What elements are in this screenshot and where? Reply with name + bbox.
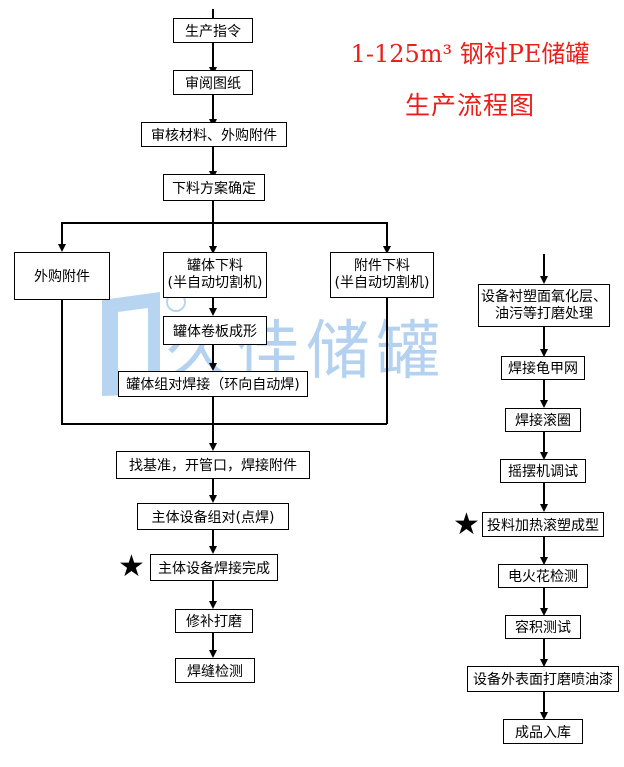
step-plate-rolling: 罐体卷板成形 [163,316,267,345]
connector [212,397,214,443]
arrow-down-icon [540,276,548,284]
arrow-down-icon [540,452,548,460]
step-warehouse-storage: 成品入库 [503,719,583,744]
step-rocker-debug: 摇摆机调试 [500,459,586,483]
merge-connector [61,423,387,425]
arrow-down-icon [58,244,66,252]
branch-outsourced-parts: 外购附件 [14,252,110,300]
step-weld-inspection: 焊缝检测 [175,658,255,683]
star-icon: ★ [453,507,480,542]
step-weld-rolling-ring: 焊接滚圈 [505,408,581,432]
connector [212,95,214,119]
arrow-down-icon [209,308,217,316]
step-tank-assembly-weld: 罐体组对焊接（环向自动焊) [118,371,308,397]
step-weld-hex-mesh: 焊接龟甲网 [501,356,585,380]
connector [212,222,214,246]
step-cutting-plan: 下料方案确定 [163,174,265,201]
connector [543,327,545,349]
arrow-down-icon [540,400,548,408]
connector [212,345,214,363]
arrow-down-icon [540,504,548,512]
arrow-down-icon [209,650,217,658]
branch-connector [61,222,387,224]
step-review-drawings: 审阅图纸 [173,70,253,95]
connector [212,530,214,546]
arrow-down-icon [209,601,217,609]
star-icon: ★ [118,549,145,584]
arrow-down-icon [209,363,217,371]
merge-connector [386,298,388,424]
branch-tank-cutting-line2: (半自动切割机) [167,275,263,291]
connector [543,483,545,504]
connector [212,581,214,601]
step-production-order: 生产指令 [173,18,253,43]
connector [543,380,545,400]
step-repair-grind: 修补打磨 [175,609,253,633]
connector [212,201,214,222]
arrow-down-icon [383,246,391,254]
step-main-assembly: 主体设备组对(点焊) [137,503,289,530]
connector [212,43,214,67]
arrow-down-icon [209,246,217,254]
arrow-down-icon [540,349,548,357]
arrow-down-icon [209,495,217,503]
connector [212,479,214,495]
arrow-down-icon [540,557,548,565]
arrow-down-icon [540,659,548,667]
arrow-down-icon [540,712,548,720]
step-oxidation-grinding-line2: 油污等打磨处理 [495,305,593,322]
arrow-down-icon [540,608,548,616]
connector [212,147,214,171]
connector [543,432,545,452]
step-main-weld-done: 主体设备焊接完成 [150,554,278,581]
merge-connector [61,300,63,424]
branch-tank-cutting-line1: 罐体下料 [187,258,243,274]
step-exterior-painting: 设备外表面打磨喷油漆 [467,666,619,692]
branch-parts-cutting-line2: (半自动切割机) [334,275,430,291]
step-spark-test: 电火花检测 [498,564,588,588]
connector [61,222,63,244]
step-datum-nozzles: 找基准，开管口，焊接附件 [116,451,310,479]
step-oxidation-grinding: 设备衬塑面氧化层、 油污等打磨处理 [478,284,610,327]
step-volume-test: 容积测试 [505,615,581,639]
connector [543,692,545,712]
connector [212,9,214,18]
diagram-title-line1: 1-125m³ 钢衬PE储罐 [350,40,590,68]
connector [543,639,545,659]
connector [212,298,214,308]
arrow-down-icon [209,443,217,451]
branch-tank-cutting: 罐体下料 (半自动切割机) [163,252,267,298]
step-audit-materials: 审核材料、外购附件 [141,122,287,147]
connector [543,254,545,276]
connector [386,222,388,246]
step-oxidation-grinding-line1: 设备衬塑面氧化层、 [481,288,607,305]
connector [543,588,545,608]
connector [543,537,545,557]
diagram-title-line2: 生产流程图 [404,91,535,120]
step-rotational-molding: 投料加热滚塑成型 [482,512,604,537]
arrow-down-icon [209,546,217,554]
connector [212,633,214,650]
branch-parts-cutting-line1: 附件下料 [354,258,410,274]
branch-parts-cutting: 附件下料 (半自动切割机) [330,252,434,298]
